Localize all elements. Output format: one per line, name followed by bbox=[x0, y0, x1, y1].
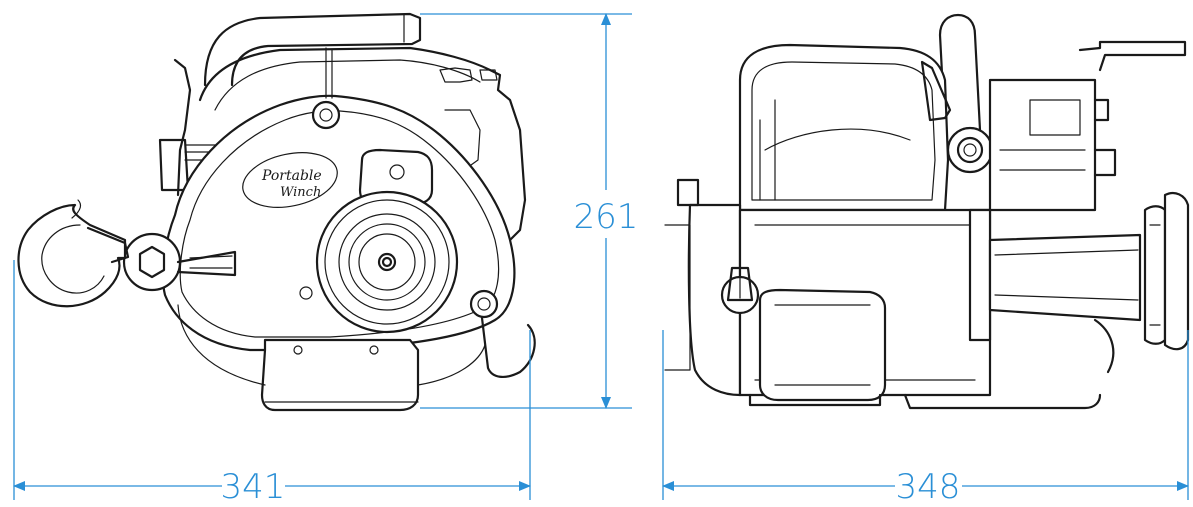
portable-winch-logo: Portable Winch bbox=[242, 152, 338, 208]
logo-line1: Portable bbox=[261, 168, 322, 184]
dimension-lines: 341 348 261 bbox=[13, 13, 1189, 507]
dimension-height: 261 bbox=[574, 197, 639, 237]
front-view: Portable Winch bbox=[17, 12, 536, 412]
side-view bbox=[664, 13, 1190, 410]
hook bbox=[17, 199, 130, 308]
logo-line2: Winch bbox=[280, 185, 321, 200]
base-plate bbox=[260, 338, 420, 412]
capstan-drum bbox=[315, 190, 459, 334]
dimension-width-side: 348 bbox=[896, 467, 961, 507]
capstan-side bbox=[968, 191, 1190, 351]
dimension-width-front: 341 bbox=[221, 467, 286, 507]
